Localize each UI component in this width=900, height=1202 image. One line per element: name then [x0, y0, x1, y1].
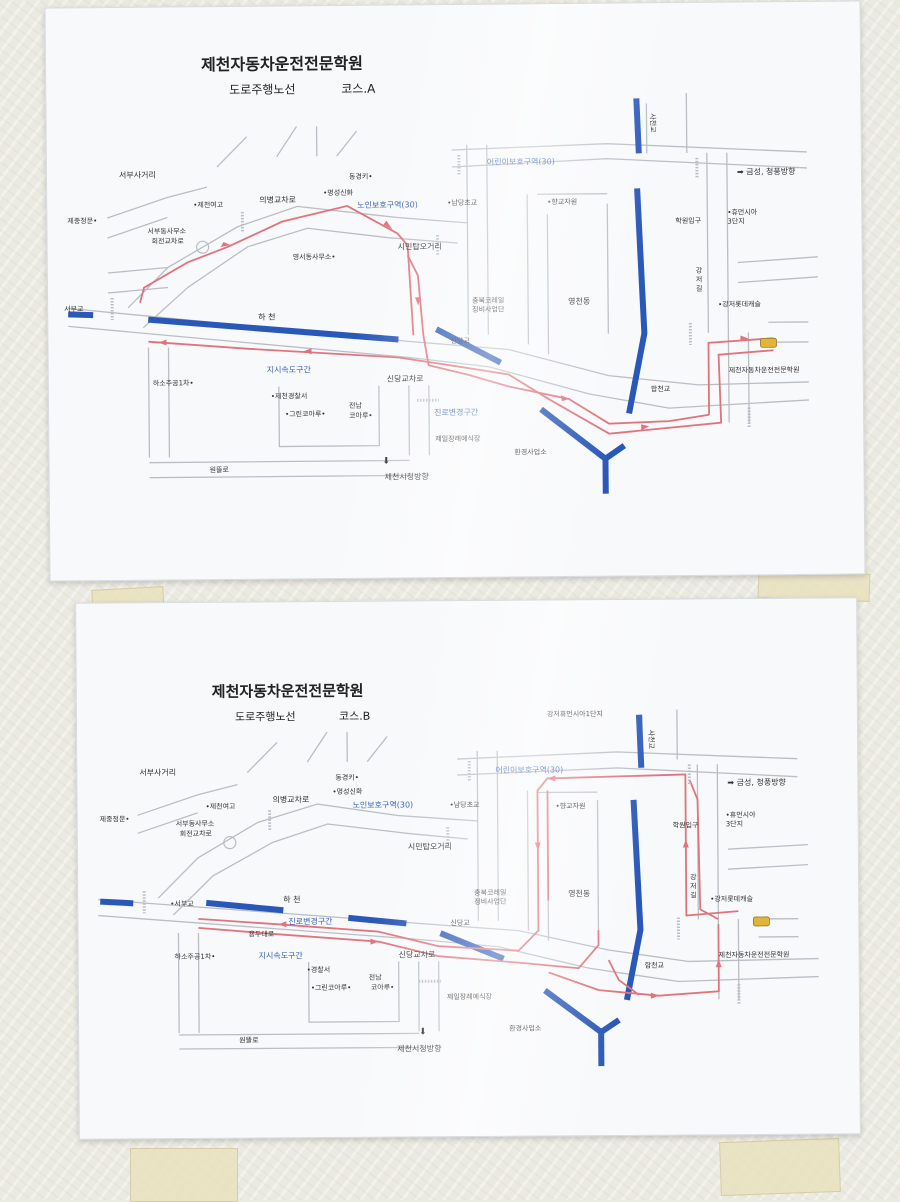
down-arrow-icon: ⬇ [382, 457, 390, 467]
label-noin-zone: 노인보호구역(30) [357, 199, 418, 210]
label-jecheon-yeogo: •제천여고 [206, 802, 237, 811]
label-jejung-jeongmun: 제중정문• [67, 216, 97, 225]
label-city-hall: 제천시청방향 [385, 471, 430, 481]
car-icon [760, 337, 777, 348]
label-speed-section: 지시속도구간 [267, 364, 312, 374]
label-jeil-hall: 제일장례예식장 [435, 434, 481, 443]
label-child-zone: 어린이보호구역(30) [495, 764, 563, 774]
label-city-hall: 제천시청방향 [397, 1043, 442, 1053]
label-yeongcheon: 영천동 [568, 296, 590, 306]
crosswalks [142, 760, 741, 1005]
label-hasojugong: 하소주공1차• [153, 378, 194, 387]
driving-route [198, 773, 739, 997]
driving-route [139, 204, 774, 435]
label-sindang-gyocharo: 신당교차로 [387, 373, 424, 383]
label-seobu-bridge: •서부교 [170, 899, 194, 908]
label-hoejeon-gyocharo: 회전교차로 [180, 829, 213, 838]
label-sachon-bridge: 사천교 [648, 113, 657, 133]
label-wondeul-ro: 원뜰로 [210, 465, 230, 474]
label-hwangyeong: 환경사업소 [514, 447, 547, 456]
label-noin-zone: 노인보호구역(30) [353, 799, 414, 809]
road-map-a: 서부사거리 •제천여고 서부동사무소 회전교차로 제중정문• 의병교차로 동경키… [64, 92, 818, 494]
label-green-apt: •그린코아루• [311, 983, 352, 992]
label-seobu-sageori: 서부사거리 [139, 768, 176, 777]
label-namdang-school: •남당초교 [447, 198, 478, 207]
label-hyanggyo: •향교자원 [556, 801, 586, 810]
label-jeonnam: 전남 [369, 973, 383, 982]
label-simin-tap: 시민탑오거리 [408, 841, 452, 851]
label-gangjeo-1danji: 강저휴먼시아1단지 [547, 709, 603, 718]
label-seobudong-samuso: 서부동사무소 [147, 226, 186, 235]
label-speed-section: 지시속도구간 [259, 950, 304, 960]
label-coaru: 코아루• [349, 411, 373, 420]
label-sindang-bridge: 신당교 [450, 918, 470, 927]
crosswalks [110, 154, 751, 428]
label-hapcheon-bridge: 합천교 [645, 961, 665, 970]
label-green-apt: •그린코아루• [285, 409, 326, 418]
label-uibyeong-gyocharo: 의병교차로 [259, 194, 296, 204]
label-jeil-hall: 제일장례예식장 [447, 992, 493, 1001]
label-hwangyeong: 환경사업소 [509, 1023, 542, 1032]
route-arrows [158, 220, 749, 431]
label-simin-tap: 시민탑오거리 [398, 241, 442, 251]
label-jecheon-school: 제천자동차운전전문학원 [729, 365, 800, 375]
label-hasojugong: 하소주공1차• [175, 952, 216, 961]
road-network [68, 92, 818, 479]
label-geumseong: ➡ 금성, 청풍방향 [737, 166, 796, 177]
label-gangjeo-lotte: •강저롯데캐슬 [718, 299, 761, 308]
label-jecheon-police: •제천경찰서 [271, 391, 307, 400]
label-sachon-bridge: 사천교 [647, 730, 656, 750]
label-yeongseo-office: 영서동사무소• [293, 252, 336, 261]
label-lane-change: 진로변경구간 [434, 407, 479, 417]
label-jecheon-police: •경찰서 [307, 965, 331, 974]
label-jecheon-school: 제천자동차운전전문학원 [719, 950, 790, 959]
down-arrow-icon: ⬇ [419, 1027, 427, 1037]
label-seobu-sageori: 서부사거리 [119, 171, 156, 180]
river [100, 714, 645, 1067]
route-map-sheet-b: 제천자동차운전전문학원 도로주행노선 코스.B [75, 597, 861, 1140]
label-geumseong: ➡ 금성, 청풍방향 [727, 777, 786, 787]
label-myeongseong-sinhwa: •명성신화 [332, 787, 363, 796]
label-seobu-bridge: 서부교 [64, 304, 84, 313]
label-yongdu-daero: 용두대로 [248, 930, 274, 938]
tape [130, 1148, 238, 1202]
route-map-sheet-a: 제천자동차운전전문학원 도로주행노선 코스.A [44, 0, 866, 582]
label-hacheon: 하 천 [258, 312, 275, 322]
river [68, 98, 648, 494]
label-yeongcheon: 영천동 [568, 888, 590, 898]
label-child-zone: 어린이보호구역(30) [487, 156, 555, 167]
route-arrows [278, 775, 722, 999]
label-hyanggyo: •향교자원 [547, 197, 577, 206]
label-sindang-bridge: 신당교 [450, 336, 470, 345]
tape [719, 1137, 841, 1197]
label-hacheon: 하 천 [283, 894, 300, 904]
label-coaru: 코아루• [371, 983, 395, 992]
label-uibyeong-gyocharo: 의병교차로 [272, 794, 309, 804]
label-hagwon-ipgu: 학원입구 [673, 820, 699, 829]
label-jecheon-yeogo: •제천여고 [193, 200, 224, 209]
label-seobudong-samuso: 서부동사무소 [176, 819, 215, 828]
label-gangjeo-lotte: •강저롯데캐슬 [710, 894, 753, 903]
label-lane-change-top: 진로변경구간 [288, 916, 333, 926]
label-hapcheon-bridge: 합천교 [651, 384, 671, 393]
label-hoejeon-gyocharo: 회전교차로 [152, 236, 185, 245]
label-donggyeongki: 동경키• [335, 773, 359, 782]
label-myeongseong-sinhwa: •명성신화 [323, 188, 354, 197]
label-namdang-school: •남당초교 [450, 800, 481, 809]
label-wondeul-ro: 원뜰로 [239, 1035, 259, 1044]
car-icon [753, 916, 770, 927]
label-jejung-jeongmun: 제중정문• [100, 814, 130, 823]
label-jeonnam: 전남 [349, 401, 363, 410]
road-map-b: 강저휴먼시아1단지 서부사거리 •제천여고 서부동사무소 회전교차로 제중정문•… [98, 709, 819, 1067]
label-donggyeongki: 동경키• [349, 172, 373, 181]
label-sindang-gyocharo: 신당교차로 [399, 949, 436, 959]
label-hagwon-ipgu: 학원입구 [675, 216, 701, 225]
